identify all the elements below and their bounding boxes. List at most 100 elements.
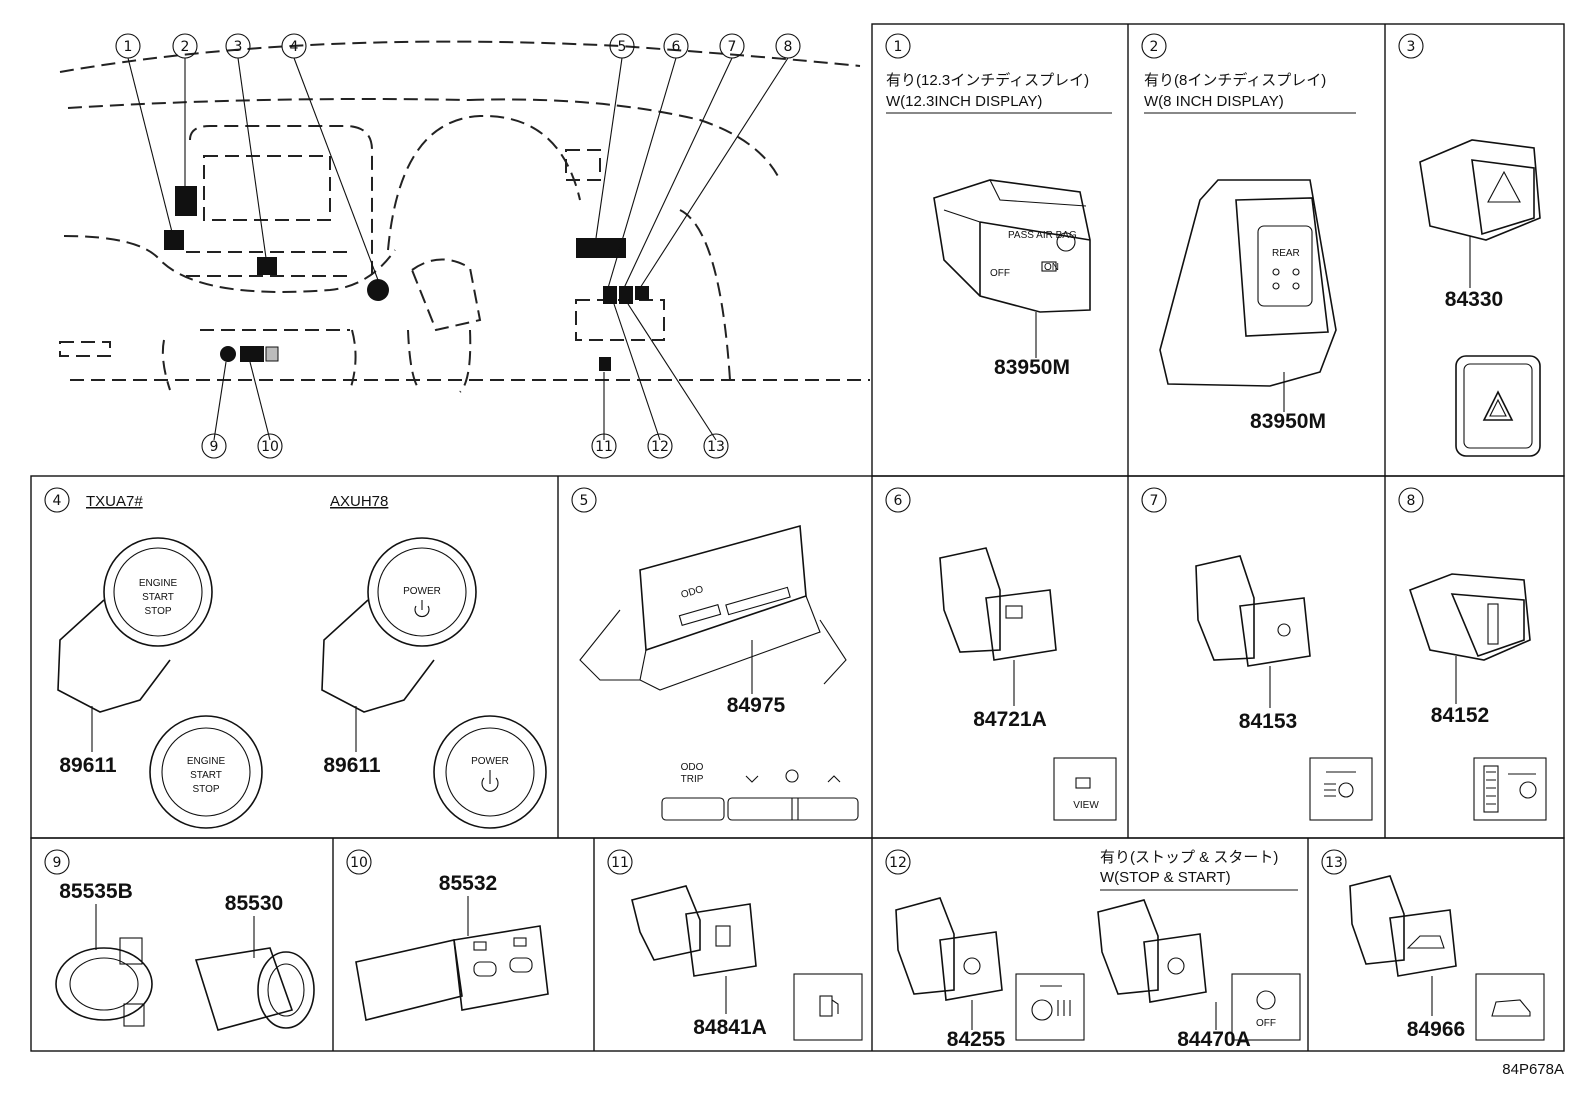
panel-5-callout: 5 bbox=[580, 493, 589, 509]
engine-start-face-icon: ENGINE START STOP bbox=[149, 715, 263, 829]
svg-text:TRIP: TRIP bbox=[681, 774, 704, 785]
svg-text:11: 11 bbox=[595, 439, 613, 455]
stop-start-off-icon-box: OFF bbox=[1231, 973, 1301, 1041]
overview-callout-4: 4 bbox=[281, 33, 307, 59]
fuel-door-switch-part bbox=[631, 885, 757, 977]
display-switch-part: REAR bbox=[1159, 179, 1337, 387]
view-icon-box: VIEW bbox=[1053, 757, 1117, 821]
power-switch-part: POWER bbox=[321, 537, 477, 713]
part-number-84152: 84152 bbox=[1431, 704, 1489, 727]
overview-callout-13: 13 bbox=[703, 433, 729, 459]
stop-start-cancel-switch-part bbox=[1097, 899, 1207, 1003]
svg-text:POWER: POWER bbox=[403, 586, 441, 597]
part-number-84153: 84153 bbox=[1239, 710, 1297, 733]
panel-1-condition-jp: 有り(12.3インチディスプレイ) bbox=[886, 71, 1089, 89]
power-back-door-switch-part bbox=[1349, 875, 1457, 977]
svg-text:STOP: STOP bbox=[192, 784, 219, 795]
svg-text:ENGINE: ENGINE bbox=[139, 578, 178, 589]
overview-callout-10: 10 bbox=[257, 433, 283, 459]
svg-text:ENGINE: ENGINE bbox=[187, 756, 226, 767]
overview-callout-11: 11 bbox=[591, 433, 617, 459]
panel-1-condition-en: W(12.3INCH DISPLAY) bbox=[886, 93, 1042, 110]
panel-11: 11 84841A bbox=[607, 849, 863, 1041]
part-number-89611-b: 89611 bbox=[323, 754, 381, 777]
overview-callout-7: 7 bbox=[719, 33, 745, 59]
panel-8-callout: 8 bbox=[1407, 493, 1416, 509]
socket-bezel-part bbox=[55, 937, 153, 1027]
brightness-rocker-icon bbox=[727, 769, 859, 821]
svg-text:4: 4 bbox=[290, 39, 299, 55]
svg-text:3: 3 bbox=[234, 39, 243, 55]
power-outlet-part bbox=[194, 947, 315, 1031]
panel-11-callout: 11 bbox=[611, 855, 629, 871]
rear-label: REAR bbox=[1272, 248, 1300, 259]
reference-code: 84P678A bbox=[1502, 1061, 1564, 1078]
panel-10-callout: 10 bbox=[350, 855, 368, 871]
panel-12-condition-en: W(STOP & START) bbox=[1100, 869, 1231, 886]
panel-13: 13 84966 bbox=[1321, 849, 1545, 1041]
part-number-84966: 84966 bbox=[1407, 1018, 1465, 1041]
svg-text:6: 6 bbox=[672, 39, 681, 55]
svg-text:5: 5 bbox=[618, 39, 627, 55]
view-switch-part bbox=[939, 547, 1057, 661]
panel-9-callout: 9 bbox=[53, 855, 62, 871]
panel-3: 3 84330 bbox=[1398, 33, 1541, 457]
hazard-switch-part bbox=[1419, 139, 1541, 241]
svg-text:8: 8 bbox=[784, 39, 793, 55]
fuel-icon-box bbox=[793, 973, 863, 1041]
svg-text:START: START bbox=[190, 770, 222, 781]
part-number-85532: 85532 bbox=[439, 872, 497, 895]
panel-6-callout: 6 bbox=[894, 493, 903, 509]
panel-2-callout: 2 bbox=[1150, 39, 1159, 55]
panel-10: 10 85532 bbox=[346, 849, 549, 1021]
headlight-leveling-icon-box bbox=[1473, 757, 1547, 821]
meter-control-switch-part: ODO bbox=[579, 524, 847, 691]
svg-text:9: 9 bbox=[210, 439, 219, 455]
panel-6: 6 84721A VIEW bbox=[885, 487, 1117, 821]
headlight-leveling-switch-part bbox=[1408, 573, 1531, 661]
panel-8: 8 84152 bbox=[1398, 487, 1547, 821]
steering-heater-icon-box bbox=[1015, 973, 1085, 1041]
overview-callout-5: 5 bbox=[609, 33, 635, 59]
pass-airbag-label: PASS AIR BAG bbox=[1008, 230, 1077, 241]
dashboard-overview bbox=[59, 40, 870, 441]
odo-trip-button-icon: ODO TRIP bbox=[661, 762, 725, 821]
svg-text:ODO: ODO bbox=[680, 584, 705, 601]
overview-callouts: 1 2 3 4 5 6 7 8 9 10 11 12 13 bbox=[115, 33, 801, 459]
overview-callout-2: 2 bbox=[172, 33, 198, 59]
panel-grid bbox=[30, 23, 1565, 1052]
panel-7-callout: 7 bbox=[1150, 493, 1159, 509]
engine-start-switch-part: ENGINE START STOP bbox=[57, 537, 213, 713]
overview-callout-1: 1 bbox=[115, 33, 141, 59]
airbag-off-label: OFF bbox=[990, 268, 1010, 279]
part-number-84330: 84330 bbox=[1445, 288, 1503, 311]
svg-text:ODO: ODO bbox=[681, 762, 704, 773]
panel-2-condition-jp: 有り(8インチディスプレイ) bbox=[1144, 71, 1326, 89]
part-number-89611-a: 89611 bbox=[59, 754, 117, 777]
part-number-84255: 84255 bbox=[947, 1028, 1006, 1051]
panel-5: 5 ODO 84975 ODO TRIP bbox=[571, 487, 859, 821]
part-number-85535B: 85535B bbox=[59, 880, 133, 903]
panel-3-callout: 3 bbox=[1407, 39, 1416, 55]
svg-text:OFF: OFF bbox=[1256, 1018, 1276, 1029]
part-number-85530: 85530 bbox=[225, 892, 283, 915]
usb-port-part bbox=[355, 925, 549, 1021]
overview-callout-6: 6 bbox=[663, 33, 689, 59]
airbag-indicator-part: PASS AIR BAG OFF ON bbox=[933, 179, 1091, 313]
power-face-icon: POWER bbox=[433, 715, 547, 829]
svg-text:STOP: STOP bbox=[144, 606, 171, 617]
svg-text:10: 10 bbox=[261, 439, 279, 455]
svg-text:1: 1 bbox=[124, 39, 133, 55]
model-txua7: TXUA7# bbox=[86, 493, 143, 510]
hazard-icon-box bbox=[1455, 355, 1541, 457]
overview-callout-3: 3 bbox=[225, 33, 251, 59]
svg-text:2: 2 bbox=[181, 39, 190, 55]
part-number-83950M-b: 83950M bbox=[1250, 410, 1326, 433]
model-axuh78: AXUH78 bbox=[330, 493, 388, 510]
part-number-83950M-a: 83950M bbox=[994, 356, 1070, 379]
panel-7: 7 84153 bbox=[1141, 487, 1373, 821]
part-number-84841A: 84841A bbox=[693, 1016, 767, 1039]
back-door-icon-box bbox=[1475, 973, 1545, 1041]
svg-text:7: 7 bbox=[728, 39, 737, 55]
